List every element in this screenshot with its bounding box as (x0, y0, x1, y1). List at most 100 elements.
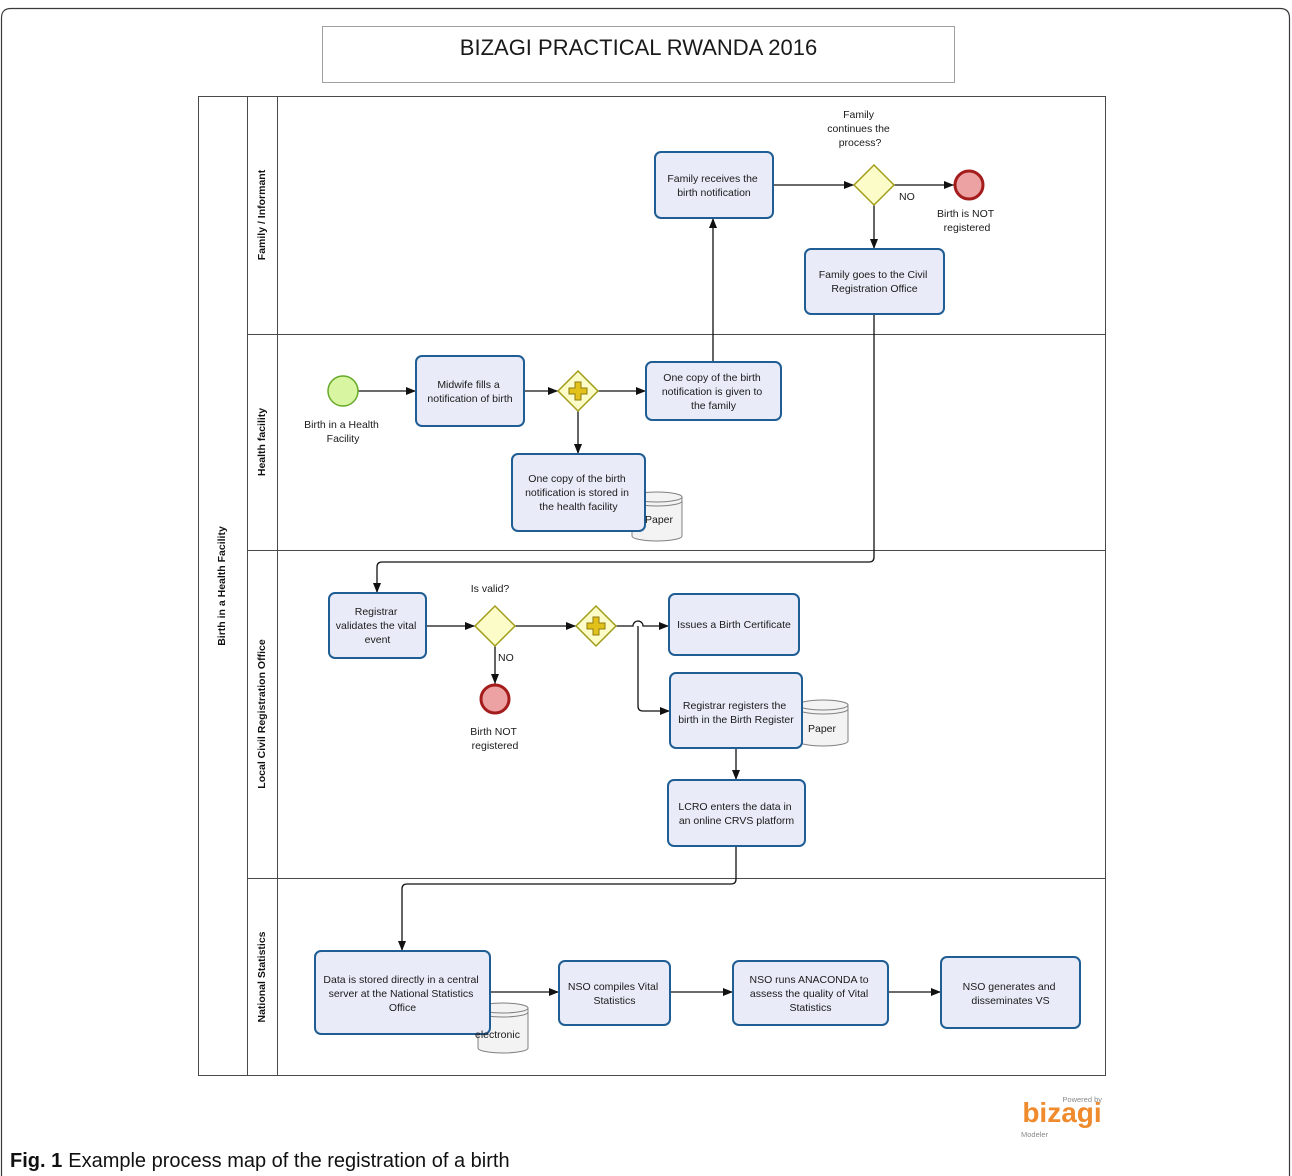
task-copy-given-to-family: One copy of the birth notification is gi… (645, 361, 782, 421)
end-event-family-not-registered: Birth is NOT registered (937, 169, 997, 234)
task-label-line: disseminates VS (971, 995, 1049, 1007)
pool-border (198, 96, 1106, 1076)
task-label-line: One copy of the birth (663, 372, 761, 384)
gateway-label-line: process? (839, 137, 882, 149)
task-label-line: Issues a Birth Certificate (677, 619, 791, 631)
task-nso-generates: NSO generates and disseminates VS (940, 956, 1081, 1029)
task-label-line: notification is stored in (525, 487, 629, 499)
gateway-no-label: NO (498, 652, 514, 664)
task-box (645, 361, 782, 421)
exclusive-gateway-family-continues: Family continues the process? NO (827, 109, 915, 207)
task-box (328, 592, 427, 659)
task-label-line: NSO compiles Vital (568, 981, 658, 993)
data-store-label-lcro-paper: Paper (808, 723, 837, 735)
task-label-line: notification is given to (662, 386, 763, 398)
event-label-line: Birth is NOT (937, 208, 995, 220)
task-label: One copy of the birth notification is st… (525, 473, 632, 513)
flow-family-goes-to-registrar (373, 314, 875, 593)
task-label-line: server at the National Statistics (329, 988, 474, 1000)
task-box (314, 950, 491, 1035)
task-label: Registrar validates the vital event (336, 606, 419, 646)
task-label: One copy of the birth notification is gi… (662, 372, 765, 412)
task-box (804, 248, 945, 315)
task-box (940, 956, 1081, 1029)
task-registrar-registers-birth: Registrar registers the birth in the Bir… (669, 672, 803, 749)
event-label-line: Birth NOT (470, 726, 517, 738)
task-label-line: birth in the Birth Register (678, 714, 794, 726)
gateway-label: Family continues the process? (827, 109, 892, 149)
task-label-line: Statistics (789, 1002, 831, 1014)
task-label-line: assess the quality of Vital (750, 988, 868, 1000)
diagram-title-box: BIZAGI PRACTICAL RWANDA 2016 (322, 26, 955, 83)
flow-split-to-registrar-registers (637, 626, 670, 715)
event-label-line: registered (944, 222, 991, 234)
task-nso-runs-anaconda: NSO runs ANACONDA to assess the quality … (732, 960, 889, 1026)
event-label: Birth is NOT registered (937, 208, 997, 234)
plus-icon (586, 616, 606, 636)
task-registrar-validates: Registrar validates the vital event (328, 592, 427, 659)
plus-icon (568, 381, 588, 401)
event-label: Birth NOT registered (470, 726, 519, 752)
task-label-line: Family goes to the Civil (819, 269, 928, 281)
task-label-line: validates the vital (336, 620, 417, 632)
task-label-line: Registration Office (831, 283, 917, 295)
end-circle-icon (479, 683, 511, 715)
task-data-stored-central-server: Data is stored directly in a central ser… (314, 950, 491, 1035)
task-label: Issues a Birth Certificate (677, 619, 791, 631)
task-box (511, 453, 646, 532)
task-label: Registrar registers the birth in the Bir… (678, 700, 794, 726)
event-label-line: Birth in a Health (304, 419, 379, 431)
flow-lcro-to-data-stored (398, 846, 737, 951)
exclusive-gateway-is-valid: Is valid? NO (471, 583, 517, 664)
task-label-line: the health facility (539, 501, 618, 513)
start-circle-icon (327, 375, 359, 407)
task-label-line: NSO runs ANACONDA to (750, 974, 869, 986)
end-event-lcro-not-registered: Birth NOT registered (470, 683, 519, 752)
data-store-label-health-paper: Paper (645, 514, 674, 526)
task-box (558, 960, 671, 1026)
task-copy-stored-in-facility: One copy of the birth notification is st… (511, 453, 646, 532)
database-icon-top (797, 699, 849, 711)
task-label-line: event (365, 634, 391, 646)
task-label: NSO compiles Vital Statistics (568, 981, 661, 1007)
gateway-label: Is valid? (471, 583, 510, 595)
diagram-title: BIZAGI PRACTICAL RWANDA 2016 (460, 35, 817, 60)
task-label-line: Office (389, 1002, 416, 1014)
task-nso-compiles: NSO compiles Vital Statistics (558, 960, 671, 1026)
task-label-line: Midwife fills a (437, 379, 500, 391)
task-label: Data is stored directly in a central ser… (323, 974, 481, 1014)
parallel-gateway-notification-split (556, 369, 600, 413)
gateway-label-line: Family (843, 109, 875, 121)
task-label: NSO generates and disseminates VS (963, 981, 1059, 1007)
task-box (667, 779, 806, 847)
task-label: Midwife fills a notification of birth (427, 379, 512, 405)
task-label-line: Statistics (593, 995, 635, 1007)
start-event-birth: Birth in a Health Facility (304, 375, 382, 445)
powered-by-text: Powered by (1062, 1095, 1102, 1104)
task-box (669, 672, 803, 749)
lane-label-health-facility: Health facility (256, 408, 268, 476)
task-label-line: an online CRVS platform (679, 815, 795, 827)
event-label-line: registered (472, 740, 519, 752)
title-border (322, 26, 955, 83)
task-label-line: the family (691, 400, 737, 412)
flow-split-to-issues-certificate (616, 620, 669, 630)
diamond-icon (473, 604, 517, 648)
lane-label-family: Family / Informant (256, 169, 268, 260)
pool: Birth in a Health Facility Family / Info… (198, 96, 1106, 1076)
task-label: LCRO enters the data in an online CRVS p… (678, 801, 794, 827)
task-box (668, 593, 800, 656)
task-family-goes-to-office: Family goes to the Civil Registration Of… (804, 248, 945, 315)
event-label: Birth in a Health Facility (304, 419, 382, 445)
task-label-line: NSO generates and (963, 981, 1056, 993)
figure-frame (0, 7, 1291, 1176)
event-label-line: Facility (327, 433, 360, 445)
parallel-gateway-registration-split (574, 604, 618, 648)
caption-label: Fig. 1 (10, 1150, 62, 1172)
bizagi-wordmark: bizagi (1022, 1097, 1101, 1128)
task-label-line: Data is stored directly in a central (323, 974, 478, 986)
task-midwife-fills-notification: Midwife fills a notification of birth (415, 355, 525, 427)
task-family-receives-notification: Family receives the birth notification (654, 151, 774, 219)
